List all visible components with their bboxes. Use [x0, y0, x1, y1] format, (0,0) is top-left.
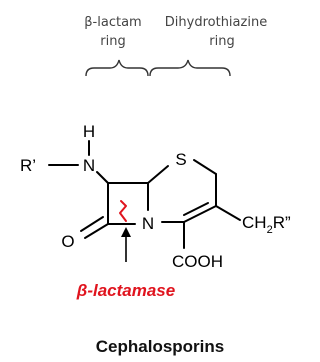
c6-s-bond	[147, 165, 169, 184]
ch2-group: CH2R”	[242, 213, 291, 236]
cooh-group: COOH	[172, 252, 223, 271]
r-prime-group: R’	[20, 156, 36, 175]
c3-c4-double-bond	[183, 205, 217, 223]
oxygen-atom: O	[61, 232, 74, 251]
dihydrothiazine-label: Dihydrothiazine	[165, 15, 267, 30]
c3-c4-double-bond-inner	[183, 202, 209, 216]
beta-lactam-brace	[85, 59, 149, 77]
sulfur-atom: S	[175, 150, 186, 169]
dihydrothiazine-brace	[149, 59, 231, 77]
s-c2-bond	[193, 159, 217, 175]
amide-nitrogen: N	[83, 156, 95, 175]
hydrogen-atom: H	[83, 122, 95, 141]
figure-caption: Cephalosporins	[96, 337, 224, 356]
beta-lactam-ring-label: ring	[100, 34, 125, 49]
up-arrow-icon	[121, 227, 131, 237]
c3-ch2-bond	[215, 205, 241, 221]
dihydrothiazine-ring-label: ring	[209, 34, 234, 49]
ring-nitrogen: N	[142, 214, 154, 233]
carbonyl-bond-2	[80, 216, 104, 232]
beta-lactamase-label: β-lactamase	[76, 281, 175, 300]
cleavage-mark-icon	[119, 200, 127, 222]
beta-lactam-label: β-lactam	[84, 15, 141, 30]
n-c7-bond	[96, 171, 109, 184]
carbonyl-bond-1	[84, 223, 109, 239]
